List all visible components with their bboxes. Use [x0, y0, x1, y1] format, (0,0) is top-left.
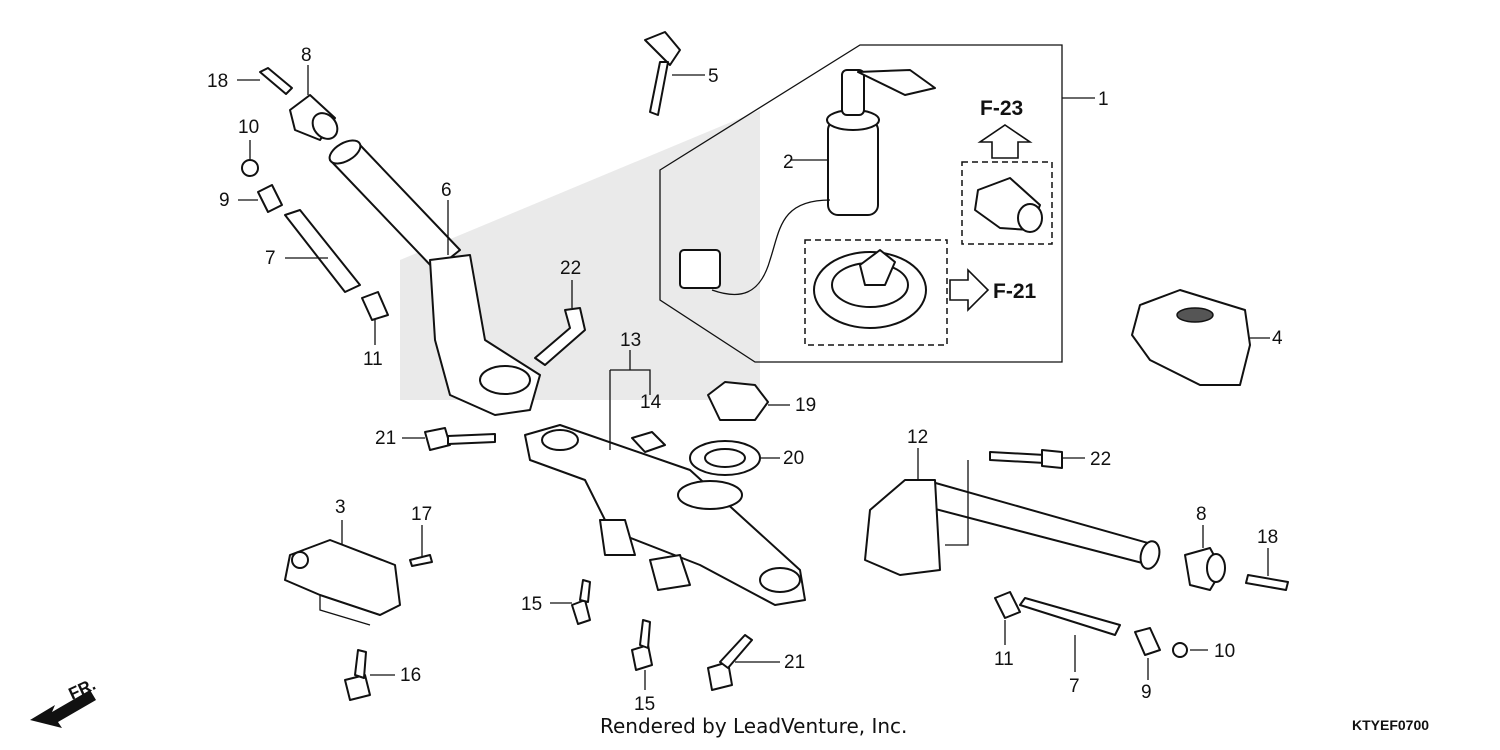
right-bar-end — [1184, 525, 1289, 591]
callout-22-right[interactable]: 22 — [1090, 449, 1111, 470]
bolt-15-left — [550, 579, 591, 625]
callout-11-right[interactable]: 11 — [994, 649, 1014, 670]
callout-8-left[interactable]: 8 — [301, 45, 312, 66]
callout-5[interactable]: 5 — [708, 66, 719, 87]
left-weight-hardware — [238, 140, 389, 345]
ref-f21[interactable]: F-21 — [993, 280, 1037, 303]
callout-7-left[interactable]: 7 — [265, 248, 276, 269]
left-bolt-22 — [534, 280, 586, 366]
footer-credit: Rendered by LeadVenture, Inc. — [600, 714, 907, 738]
front-direction-indicator: FR. — [30, 675, 99, 728]
ref-f23[interactable]: F-23 — [980, 97, 1023, 120]
left-handlebar — [328, 139, 541, 416]
callout-10-left[interactable]: 10 — [238, 117, 259, 138]
right-handlebar — [864, 448, 1161, 576]
callout-13[interactable]: 13 — [620, 330, 641, 351]
f23-reference: F-23 — [961, 97, 1053, 245]
callout-21-lower[interactable]: 21 — [784, 652, 805, 673]
ignition-assembly-box — [659, 44, 1095, 363]
bracket-3 — [284, 520, 433, 701]
callout-20[interactable]: 20 — [783, 448, 804, 469]
callout-4[interactable]: 4 — [1272, 328, 1283, 349]
callout-3[interactable]: 3 — [335, 497, 346, 518]
ignition-switch — [679, 69, 936, 296]
callout-21-upper[interactable]: 21 — [375, 428, 396, 449]
right-weight-hardware — [994, 591, 1208, 680]
callout-15-left[interactable]: 15 — [521, 594, 542, 615]
callout-11-left[interactable]: 11 — [363, 349, 383, 370]
washer-20 — [689, 440, 780, 476]
callout-22-left[interactable]: 22 — [560, 258, 581, 279]
callout-12[interactable]: 12 — [907, 427, 928, 448]
callout-16[interactable]: 16 — [400, 665, 421, 686]
top-bridge — [524, 350, 806, 606]
callout-15-lower[interactable]: 15 — [634, 694, 655, 715]
f21-reference: F-21 — [804, 239, 1037, 346]
watermark — [400, 110, 760, 400]
stem-nut-19 — [707, 381, 790, 421]
callout-18-right[interactable]: 18 — [1257, 527, 1278, 548]
top-cover — [1131, 289, 1270, 386]
callout-9-left[interactable]: 9 — [219, 190, 230, 211]
callout-2[interactable]: 2 — [783, 152, 794, 173]
callout-8-right[interactable]: 8 — [1196, 504, 1207, 525]
callout-19[interactable]: 19 — [795, 395, 816, 416]
nut-14 — [631, 431, 666, 453]
bolt-15-lower — [631, 619, 653, 690]
callout-10-right[interactable]: 10 — [1214, 641, 1235, 662]
callout-6[interactable]: 6 — [441, 180, 452, 201]
key — [644, 31, 705, 116]
diagram-code: KTYEF0700 — [1352, 717, 1429, 733]
callout-7-right[interactable]: 7 — [1069, 676, 1080, 697]
bolt-21-upper — [402, 427, 496, 451]
callout-18-left[interactable]: 18 — [207, 71, 228, 92]
callout-1[interactable]: 1 — [1098, 89, 1109, 110]
callout-14[interactable]: 14 — [640, 392, 662, 413]
callout-17[interactable]: 17 — [411, 504, 432, 525]
callout-9-right[interactable]: 9 — [1141, 682, 1152, 703]
callouts: 1 2 3 4 5 6 7 7 8 8 9 9 10 10 11 11 12 1… — [207, 45, 1283, 715]
right-bolt-22 — [989, 449, 1085, 469]
bolt-21-lower — [707, 634, 780, 691]
left-bar-end — [237, 65, 339, 141]
